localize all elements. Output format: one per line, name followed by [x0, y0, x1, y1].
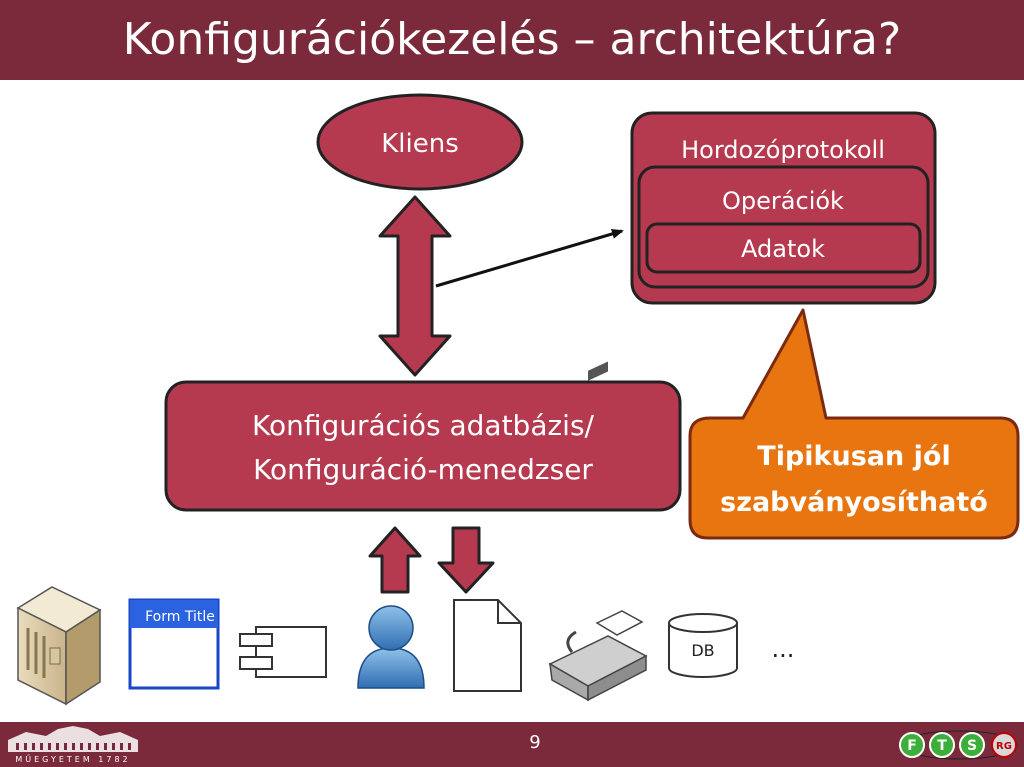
transport-label: Hordozóprotokoll — [681, 136, 885, 164]
lab-letter-f: F — [907, 738, 917, 754]
lab-letter-s: S — [967, 738, 977, 754]
component-icon — [239, 626, 327, 678]
form-title-label: Form Title — [145, 609, 215, 625]
callout: Tipikusan jól szabványosítható — [688, 308, 1020, 540]
title-bar — [0, 0, 1024, 80]
down-arrow — [437, 526, 495, 594]
protocol-arrow — [435, 229, 624, 288]
server-icon — [16, 586, 102, 706]
university-logo: MŰEGYETEM 1782 — [8, 726, 138, 764]
config-db-box: Konfigurációs adatbázis/ Konfiguráció-me… — [164, 380, 682, 512]
config-line1: Konfigurációs adatbázis/ — [252, 409, 595, 442]
database-icon: DB — [668, 613, 738, 678]
fax-icon — [548, 361, 648, 702]
form-window-icon: Form Title — [128, 598, 220, 690]
more-items-label: ... — [772, 635, 795, 663]
footer-bar — [0, 722, 1024, 767]
db-label: DB — [691, 641, 714, 660]
client-label: Kliens — [381, 129, 459, 159]
lab-letter-rg: RG — [996, 741, 1012, 752]
user-icon — [357, 605, 425, 689]
lab-letter-t: T — [937, 738, 947, 754]
protocol-stack: Hordozóprotokoll Operációk Adatok — [630, 111, 937, 305]
config-line2: Konfiguráció-menedzser — [253, 453, 593, 486]
page-number: 9 — [529, 732, 541, 753]
slide-title: Konfigurációkezelés – architektúra? — [122, 14, 902, 65]
university-caption: MŰEGYETEM 1782 — [15, 754, 130, 764]
up-arrow — [368, 526, 422, 594]
document-icon — [453, 599, 522, 692]
callout-line1: Tipikusan jól — [757, 441, 950, 472]
client-node: Kliens — [316, 93, 524, 191]
operations-label: Operációk — [722, 187, 844, 215]
data-label: Adatok — [741, 235, 825, 263]
double-arrow — [378, 195, 452, 377]
callout-line2: szabványosítható — [720, 487, 988, 518]
lab-logo: F T S RG — [899, 730, 1018, 760]
